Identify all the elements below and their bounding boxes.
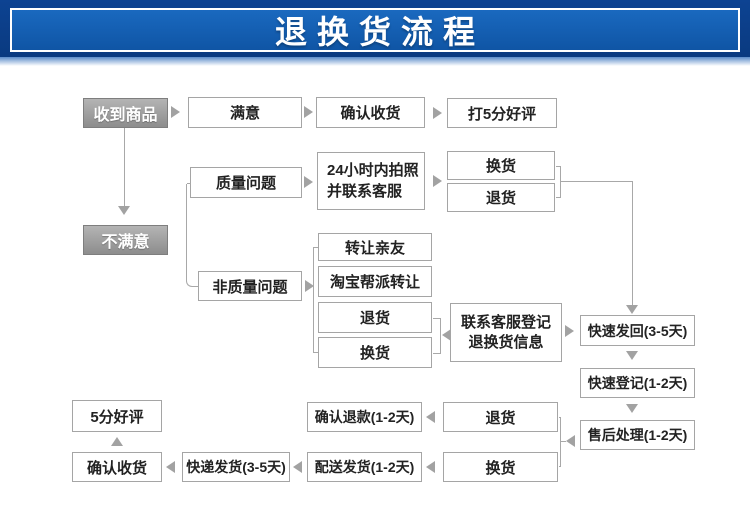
node-after-sale-processing: 售后处理(1-2天) [580,420,695,450]
connector-line [187,183,191,184]
arrow-right-icon [304,106,313,118]
node-return-quality: 退货 [447,183,555,212]
node-five-star-rating: 打5分好评 [447,98,557,128]
connector-line [314,352,318,353]
node-exchange-nonquality: 换货 [318,337,432,368]
node-non-quality-issue: 非质量问题 [198,271,302,301]
arrow-right-icon [305,280,314,292]
node-taobao-group-transfer: 淘宝帮派转让 [318,266,432,297]
arrow-left-icon [566,435,575,447]
connector-line [314,247,318,248]
arrow-left-icon [426,411,435,423]
node-confirm-refund: 确认退款(1-2天) [307,402,422,432]
connector-line [433,353,441,354]
arrow-up-icon [111,437,123,446]
arrow-right-icon [171,106,180,118]
connector-line [561,441,566,442]
node-five-star-review: 5分好评 [72,400,162,432]
node-fast-register: 快速登记(1-2天) [580,368,695,398]
node-unsatisfied: 不满意 [83,225,168,255]
node-return-bottom: 退货 [443,402,558,432]
arrow-left-icon [442,329,451,341]
node-received-goods: 收到商品 [83,98,168,128]
banner-panel: 退换货流程 [10,8,740,52]
node-express-shipping: 快递发货(3-5天) [182,452,290,482]
banner-fade [0,57,750,66]
connector-line [186,184,199,287]
arrow-left-icon [293,461,302,473]
node-transfer-to-friend: 转让亲友 [318,233,432,261]
connector-line [561,181,632,182]
node-contact-customer-service: 联系客服登记 退换货信息 [450,303,562,362]
connector-line [632,181,633,305]
node-exchange-quality: 换货 [447,151,555,180]
node-exchange-bottom: 换货 [443,452,558,482]
arrow-left-icon [426,461,435,473]
connector-line [560,166,561,198]
node-quality-issue: 质量问题 [190,167,302,198]
connector-line [440,318,441,354]
connector-line [124,128,125,206]
arrow-left-icon [166,461,175,473]
connector-line [559,466,561,467]
arrow-down-icon [626,305,638,314]
connector-line [556,166,561,167]
arrow-right-icon [565,325,574,337]
node-dispatch-shipping: 配送发货(1-2天) [307,452,422,482]
banner: 退换货流程 [0,0,750,57]
connector-line [433,318,441,319]
arrow-right-icon [433,107,442,119]
arrow-down-icon [626,404,638,413]
connector-line [313,247,314,353]
node-photo-24h: 24小时内拍照 并联系客服 [317,152,425,210]
arrow-right-icon [304,176,313,188]
page-title: 退换货流程 [274,14,485,50]
connector-line [556,197,561,198]
node-confirm-receipt-2: 确认收货 [72,452,162,482]
arrow-right-icon [433,175,442,187]
connector-line [559,417,561,418]
node-satisfied: 满意 [188,97,302,128]
node-return-nonquality: 退货 [318,302,432,333]
node-confirm-receipt-1: 确认收货 [316,97,425,128]
arrow-down-icon [626,351,638,360]
node-fast-send-back: 快速发回(3-5天) [580,315,695,346]
arrow-down-icon [118,206,130,215]
connector-line [560,417,561,467]
